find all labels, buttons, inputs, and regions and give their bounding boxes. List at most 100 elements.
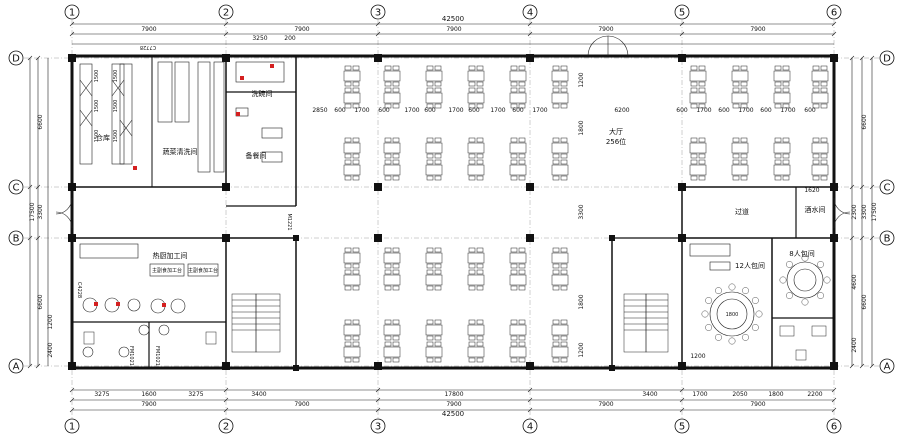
chair (552, 263, 560, 269)
chair (740, 65, 748, 71)
chair (774, 65, 782, 71)
chair (518, 153, 526, 159)
chairs-8-person (779, 254, 831, 306)
chair (728, 283, 736, 291)
chair (801, 298, 809, 306)
table-8-person (786, 261, 824, 299)
chair (552, 335, 560, 341)
chair (560, 87, 568, 93)
chair (476, 137, 484, 143)
axis-bubble-right-B: B (879, 230, 895, 246)
chair (510, 153, 518, 159)
dimension-tick (27, 184, 33, 190)
chair (426, 357, 434, 363)
chair (384, 263, 392, 269)
chair (476, 81, 484, 87)
dining-table (383, 70, 401, 82)
axis-label: 4 (527, 422, 533, 433)
dimension-tick (869, 55, 875, 61)
column (678, 362, 686, 370)
interior-dim: 6200 (614, 107, 629, 114)
chair (560, 65, 568, 71)
chair (468, 137, 476, 143)
chair (510, 269, 518, 275)
shelf-dim: 1500 (113, 70, 119, 83)
chair (740, 175, 748, 181)
chair (344, 335, 352, 341)
chair (352, 81, 360, 87)
dimension-tick (375, 31, 381, 37)
chair (476, 87, 484, 93)
chair (476, 153, 484, 159)
column (68, 234, 76, 242)
bay-dimension: 7900 (141, 401, 156, 408)
chair (468, 341, 476, 347)
chair (698, 103, 706, 109)
shelf-labels: 1500 1500 1500 1500 1500 1500 (94, 70, 119, 143)
chair (434, 341, 442, 347)
chair (518, 263, 526, 269)
column (526, 234, 534, 242)
chair (698, 159, 706, 165)
dining-table (773, 70, 791, 82)
dimension-tick (223, 397, 229, 403)
chair (774, 175, 782, 181)
dimension-tick (69, 31, 75, 37)
chair (434, 87, 442, 93)
chair (426, 263, 434, 269)
chair (774, 87, 782, 93)
chair (434, 137, 442, 143)
chair (384, 319, 392, 325)
dining-table (467, 92, 485, 104)
chair (740, 159, 748, 165)
bay-dimension: 6600 (37, 294, 44, 309)
chair (732, 65, 740, 71)
axis-label: 1 (69, 8, 75, 19)
dimension-tick (527, 21, 533, 27)
dimension-tick (35, 235, 41, 241)
private-room-tables (689, 243, 824, 337)
sub-dimension: 200 (284, 35, 296, 42)
interior-dim: 600 (676, 107, 688, 114)
chair (476, 319, 484, 325)
column (293, 235, 299, 241)
bay-dimension: 7900 (294, 26, 309, 33)
dining-table (731, 142, 749, 154)
dining-table (689, 70, 707, 82)
axis-label: D (883, 54, 891, 65)
chair (352, 65, 360, 71)
dining-table (509, 346, 527, 358)
table-size-label: 1800 (726, 312, 739, 318)
chair (434, 153, 442, 159)
chair (823, 276, 831, 284)
chair (392, 335, 400, 341)
dimension-tick (375, 407, 381, 413)
dining-table (551, 346, 569, 358)
chair (701, 310, 709, 318)
overall-dimension-top: 42500 (442, 15, 464, 23)
sub-dimension: 3400 (251, 391, 266, 398)
chair (468, 87, 476, 93)
dining-table (731, 70, 749, 82)
chair (384, 65, 392, 71)
dimension-tick (527, 387, 533, 393)
sub-dimension: 3275 (188, 391, 203, 398)
dining-table (467, 142, 485, 154)
sub-dimension: 4600 (851, 274, 858, 289)
chair (560, 263, 568, 269)
axis-label: A (884, 362, 891, 373)
chair (352, 103, 360, 109)
staircase-left (231, 293, 281, 353)
chair (434, 263, 442, 269)
dimension-tick (69, 397, 75, 403)
chair (518, 285, 526, 291)
chair (352, 357, 360, 363)
dimension-tick (527, 407, 533, 413)
chair (751, 324, 759, 331)
axis-label: B (13, 234, 20, 245)
axis-label: D (12, 54, 20, 65)
chair (476, 269, 484, 275)
axis-bubble-left-A: A (8, 358, 24, 374)
chair (426, 159, 434, 165)
chair (434, 103, 442, 109)
